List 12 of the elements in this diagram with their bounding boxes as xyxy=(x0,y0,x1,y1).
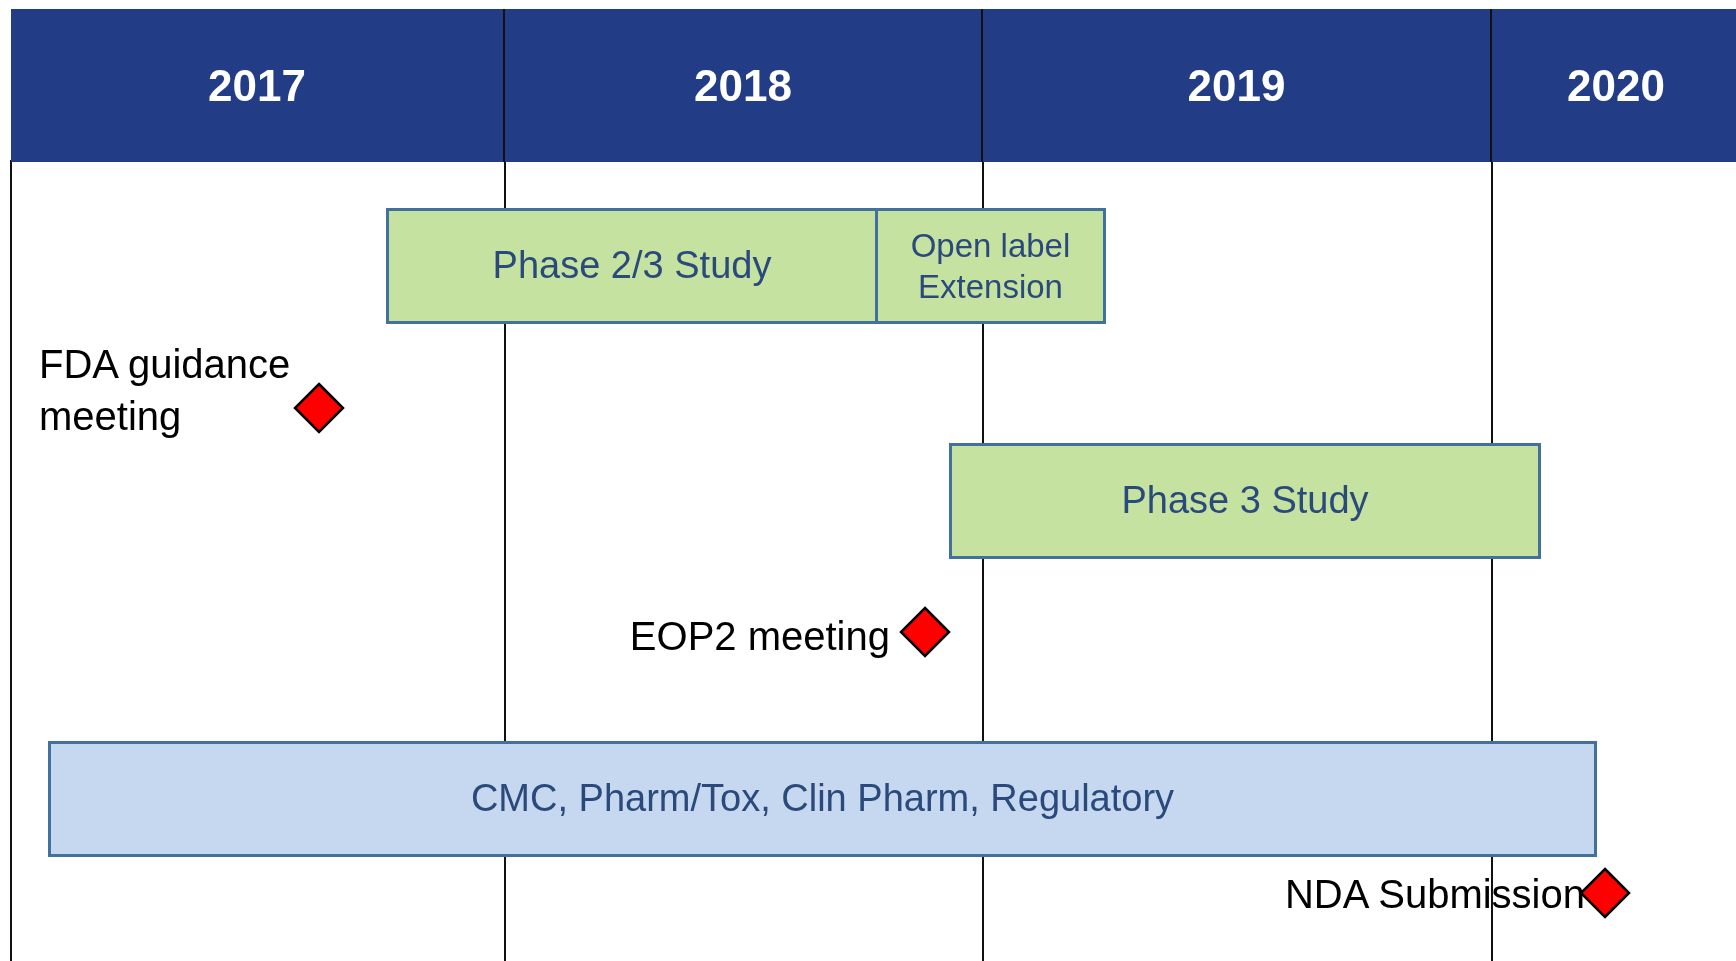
year-header: 2017 xyxy=(11,9,505,162)
study-bar: Phase 3 Study xyxy=(949,443,1541,559)
milestone-label: EOP2 meeting xyxy=(628,613,890,660)
year-header: 2020 xyxy=(1492,9,1736,162)
study-bar: Phase 2/3 Study xyxy=(386,208,878,324)
year-header: 2019 xyxy=(983,9,1492,162)
workstream-bar: CMC, Pharm/Tox, Clin Pharm, Regulatory xyxy=(48,741,1597,857)
milestone-diamond xyxy=(293,382,345,434)
milestone-diamond xyxy=(899,606,951,658)
study-bar: Open label Extension xyxy=(875,208,1106,324)
year-header: 2018 xyxy=(505,9,983,162)
milestone-label: FDA guidance meeting xyxy=(39,341,292,440)
